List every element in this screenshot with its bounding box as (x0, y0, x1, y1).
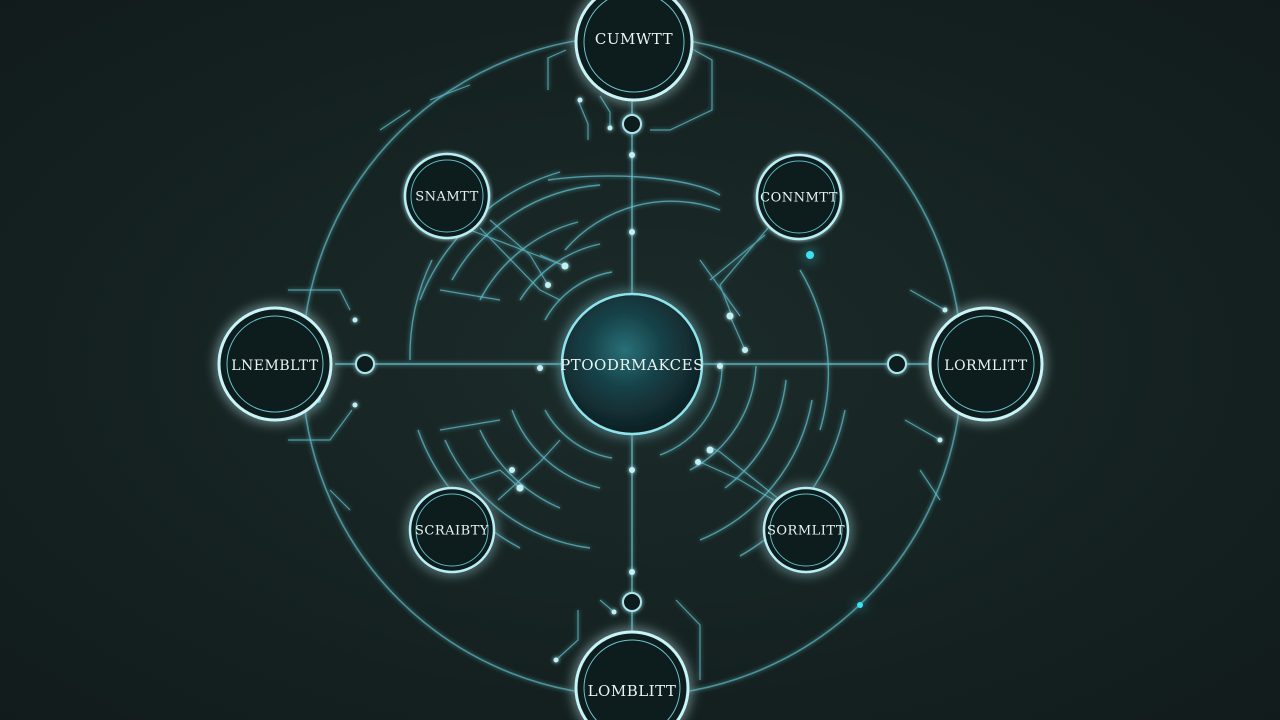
node-top-label: CUMWTT (595, 30, 673, 48)
node-left-label: LNEMBLTT (231, 358, 319, 374)
node-upper-left[interactable]: SNAMTT (403, 152, 491, 240)
node-upper-left-label: SNAMTT (415, 190, 479, 205)
concentric-rings (409, 171, 846, 557)
connector-lines (288, 39, 946, 680)
connector-dots (352, 97, 948, 663)
center-node-label: PTOODRMAKCES (560, 356, 704, 374)
node-lower-right-label: SORMLITT (767, 524, 845, 539)
node-left[interactable]: LNEMBLTT (217, 306, 333, 422)
node-upper-right[interactable]: CONNMTT (755, 153, 843, 241)
node-lower-left[interactable]: SCRAIBTY (408, 486, 496, 574)
node-bottom[interactable]: LOMBLITT (574, 630, 690, 720)
node-right-label: LORMLITT (944, 358, 1028, 374)
node-right[interactable]: LORMLITT (928, 306, 1044, 422)
junction-rings (355, 114, 907, 612)
node-top[interactable]: CUMWTT (574, 0, 694, 102)
node-upper-right-label: CONNMTT (760, 191, 838, 206)
node-lower-left-label: SCRAIBTY (415, 524, 489, 539)
center-node[interactable]: PTOODRMAKCES (560, 292, 704, 436)
node-lower-right[interactable]: SORMLITT (762, 486, 850, 574)
node-bottom-label: LOMBLITT (588, 682, 677, 700)
